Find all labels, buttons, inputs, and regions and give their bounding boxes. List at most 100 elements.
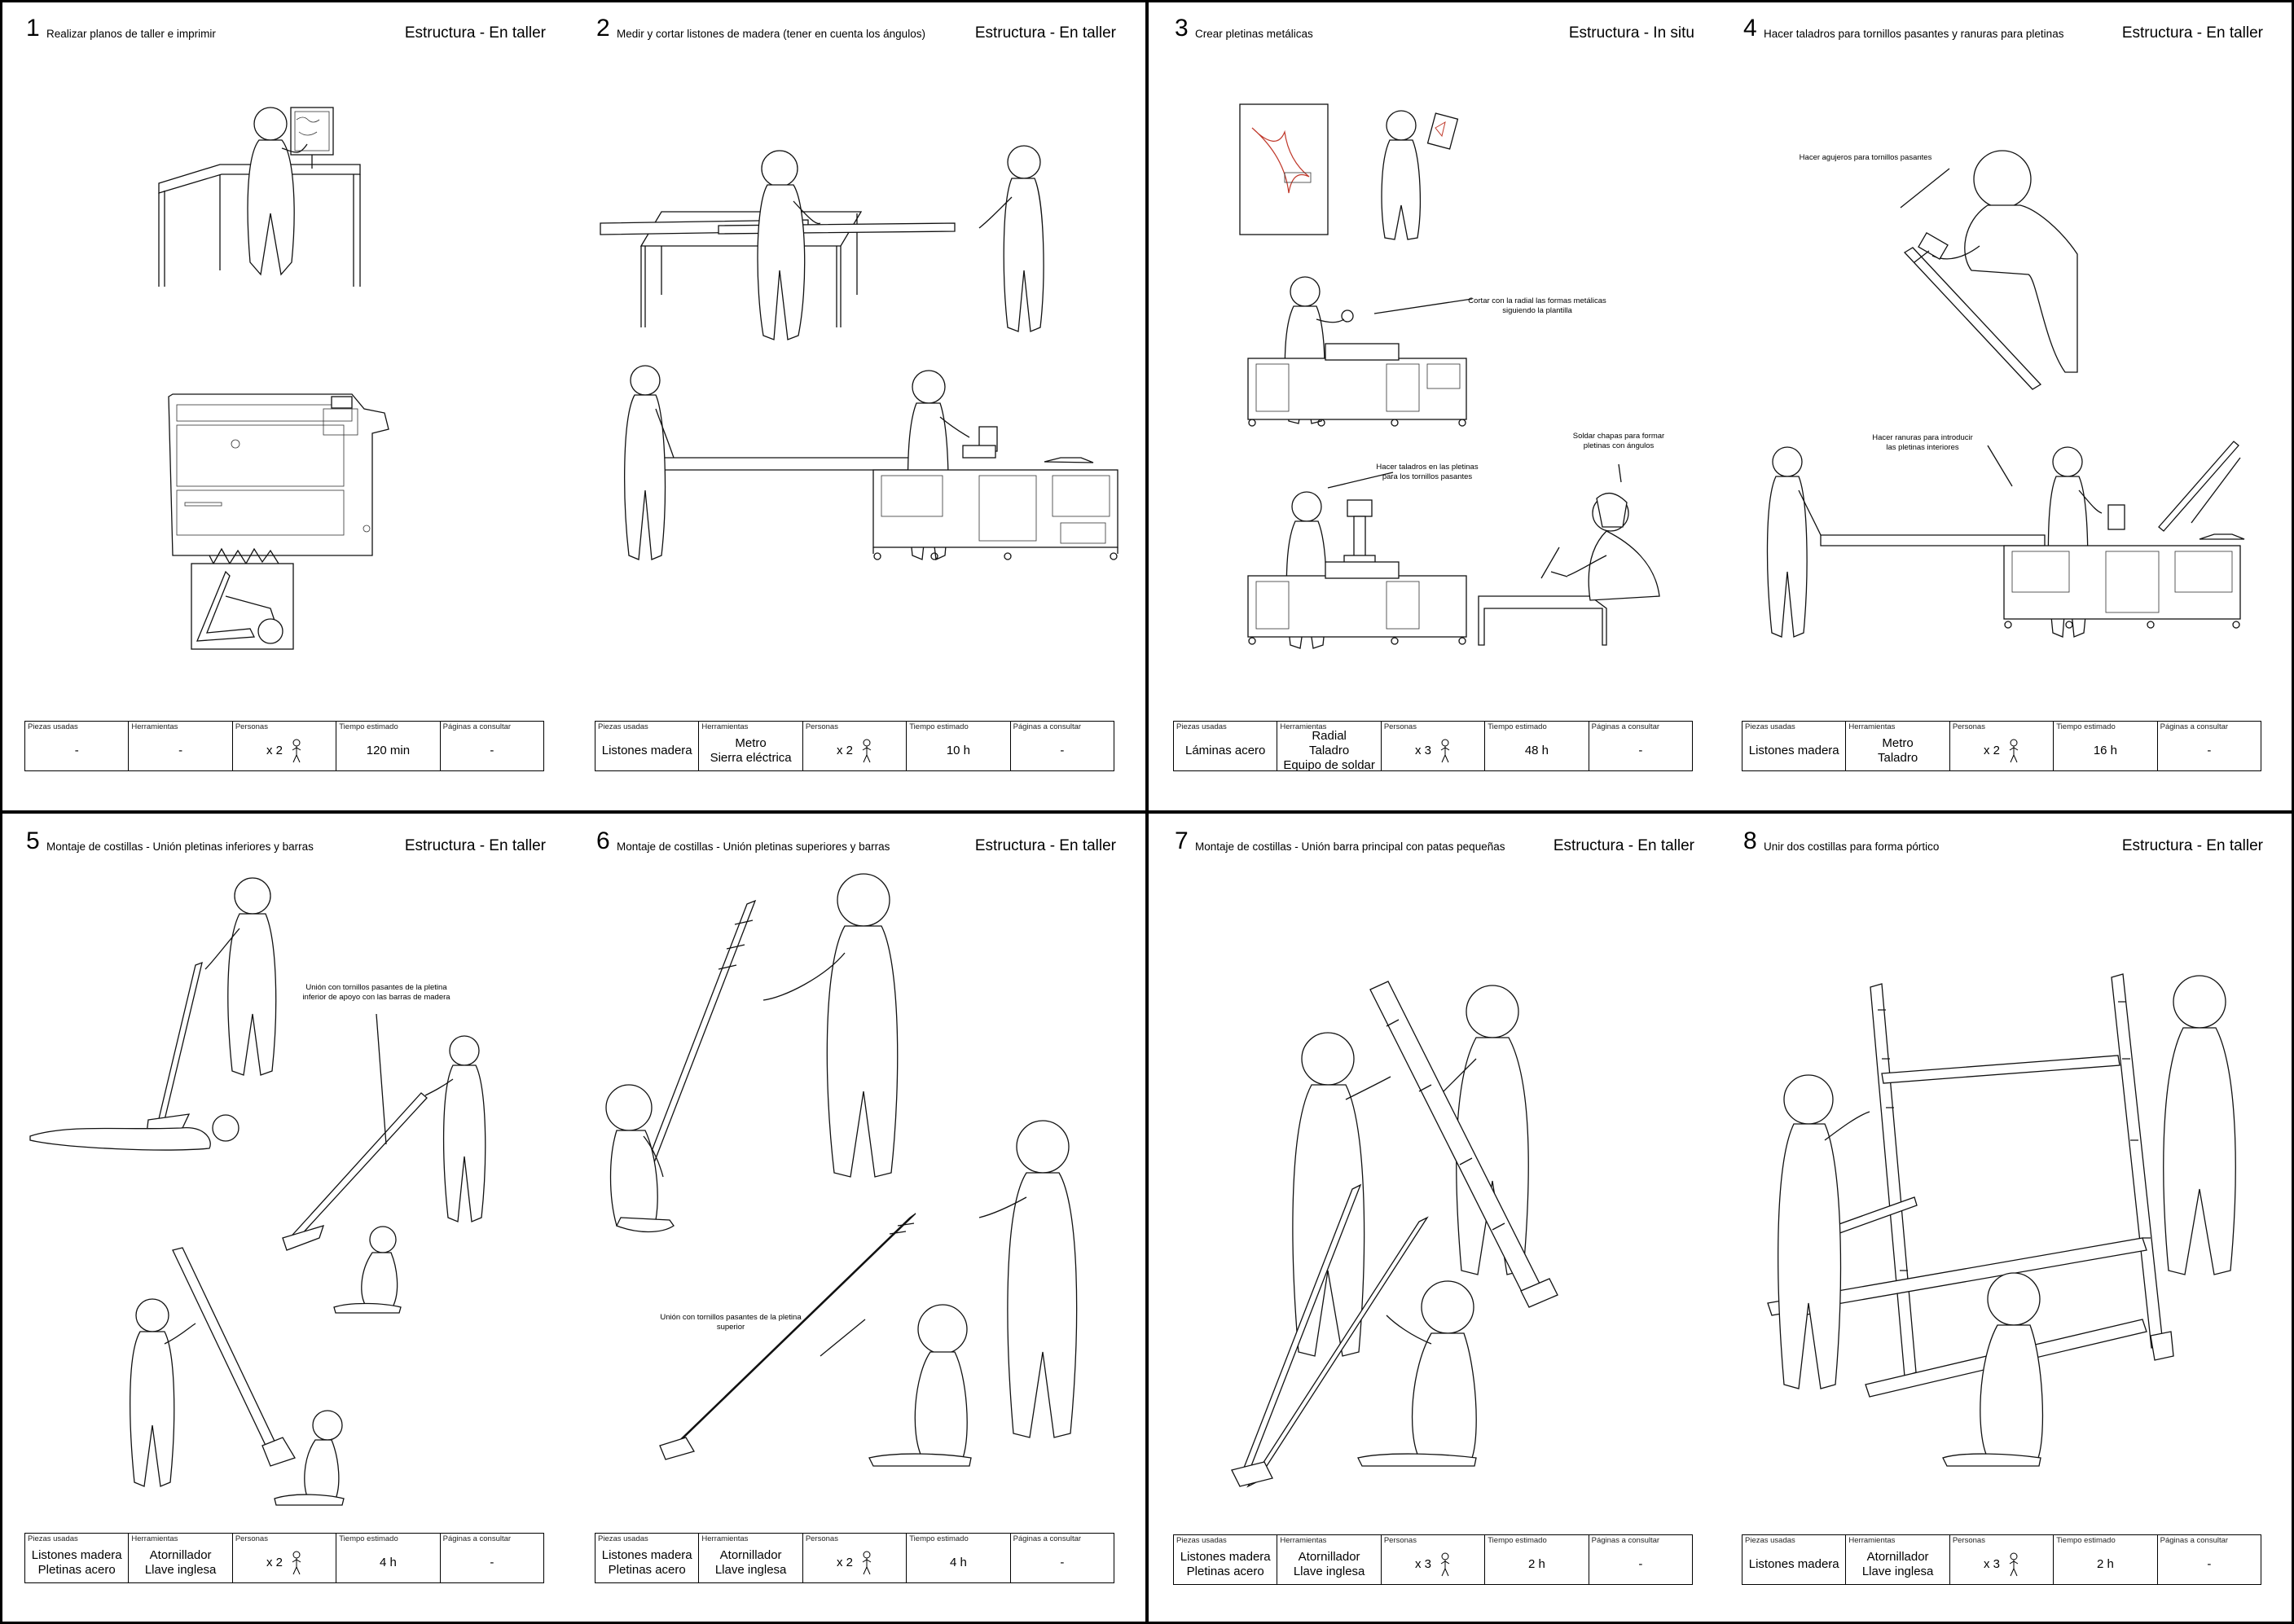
- step-5-panel: 5 Montaje de costillas - Unión pletinas …: [2, 814, 564, 1621]
- persons-header: Personas: [235, 1534, 268, 1543]
- pages-value: -: [2207, 1557, 2212, 1571]
- tools-cell: Herramientas-: [129, 722, 233, 770]
- person-icon: [292, 739, 301, 763]
- step-category: Estructura - In situ: [1568, 24, 1694, 42]
- pages-header: Páginas a consultar: [1591, 1536, 1660, 1545]
- step-number: 1: [26, 15, 40, 42]
- quadrant-bottom-left: [0, 811, 1148, 1624]
- annotation-slots: Hacer ranuras para introducir las pletin…: [1872, 433, 1973, 452]
- tools-header: Herramientas: [1848, 722, 1896, 731]
- pages-value: -: [490, 744, 494, 757]
- tools-header: Herramientas: [1280, 722, 1327, 731]
- person-icon: [1440, 1552, 1450, 1577]
- pages-header: Páginas a consultar: [2160, 1536, 2229, 1545]
- time-cell: Tiempo estimado 2 h: [2054, 1535, 2158, 1584]
- tools-value: Atornillador Llave inglesa: [144, 1548, 217, 1577]
- tools-header: Herramientas: [1280, 1536, 1327, 1545]
- time-value: 4 h: [379, 1556, 397, 1569]
- time-value: 16 h: [2093, 744, 2118, 757]
- step-category: Estructura - En taller: [404, 837, 546, 854]
- persons-header: Personas: [235, 722, 268, 731]
- step-1-illustration: [158, 107, 389, 650]
- time-value: 2 h: [2096, 1557, 2114, 1571]
- step-category: Estructura - En taller: [1553, 837, 1694, 854]
- tools-header: Herramientas: [701, 722, 749, 731]
- step-6-panel: 6 Montaje de costillas - Unión pletinas …: [572, 814, 1134, 1621]
- pieces-header: Piezas usadas: [1176, 722, 1227, 731]
- time-cell: Tiempo estimado 4 h: [336, 1534, 441, 1582]
- step-number: 5: [26, 827, 40, 854]
- pages-header: Páginas a consultar: [1013, 1534, 1082, 1543]
- pieces-header: Piezas usadas: [1176, 1536, 1227, 1545]
- pieces-value: -: [74, 744, 79, 757]
- time-header: Tiempo estimado: [2056, 1536, 2116, 1545]
- pieces-value: Listones madera Pletinas acero: [1180, 1550, 1271, 1578]
- step-number: 3: [1175, 15, 1189, 42]
- step-5-illustration: [29, 877, 486, 1506]
- step-number: 2: [596, 15, 610, 42]
- annotation-cut-template: Cortar con la radial las formas metálica…: [1468, 296, 1606, 315]
- step-2-illustration: [600, 145, 1118, 560]
- pages-value: -: [2207, 744, 2212, 757]
- pages-value: -: [1060, 744, 1065, 757]
- pieces-header: Piezas usadas: [28, 722, 78, 731]
- pages-cell: Páginas a consultar -: [2158, 1535, 2261, 1584]
- person-icon: [862, 1551, 872, 1575]
- time-header: Tiempo estimado: [909, 1534, 969, 1543]
- step-7-illustration: [1231, 981, 1558, 1488]
- pages-value: -: [1060, 1556, 1065, 1569]
- step-title: Montaje de costillas - Unión pletinas in…: [46, 841, 314, 853]
- step-4-panel: 4 Hacer taladros para tornillos pasantes…: [1719, 2, 2281, 808]
- pieces-value: Láminas acero: [1185, 744, 1266, 757]
- pages-header: Páginas a consultar: [442, 722, 512, 731]
- person-icon: [2009, 739, 2019, 763]
- persons-value: x 3: [1984, 1557, 2001, 1571]
- step-1-panel: 1 Realizar planos de taller e imprimir E…: [2, 2, 564, 808]
- tools-header: Herramientas: [1848, 1536, 1896, 1545]
- pages-value: -: [1638, 1557, 1643, 1571]
- step-title: Crear pletinas metálicas: [1195, 28, 1313, 40]
- tools-header: Herramientas: [701, 1534, 749, 1543]
- annotation-through-holes: Hacer agujeros para tornillos pasantes: [1799, 153, 1932, 162]
- pages-cell: Páginas a consultar-: [441, 1534, 543, 1582]
- pieces-value: Listones madera: [601, 744, 692, 757]
- time-value: 4 h: [949, 1556, 967, 1569]
- time-header: Tiempo estimado: [339, 1534, 398, 1543]
- annotation-lower-plate-join: Unión con tornillos pasantes de la pleti…: [302, 983, 450, 1002]
- pieces-cell: Piezas usadas -: [25, 722, 130, 770]
- step-8-illustration: [1767, 973, 2236, 1467]
- step-6-illustration: [605, 873, 1078, 1467]
- persons-value: x 3: [1415, 744, 1432, 757]
- time-header: Tiempo estimado: [339, 722, 398, 731]
- person-icon: [1440, 739, 1450, 763]
- step-4-illustration: [1766, 150, 2245, 638]
- annotation-upper-plate-join: Unión con tornillos pasantes de la pleti…: [660, 1313, 802, 1332]
- pages-value: -: [1638, 744, 1643, 757]
- pieces-header: Piezas usadas: [28, 1534, 78, 1543]
- step-3-panel: 3 Crear pletinas metálicas Estructura - …: [1150, 2, 1712, 808]
- pages-cell: Páginas a consultar -: [1589, 1535, 1692, 1584]
- step-8-panel: 8 Unir dos costillas para forma pórtico …: [1719, 814, 2281, 1621]
- step-category: Estructura - En taller: [404, 24, 546, 42]
- time-header: Tiempo estimado: [909, 722, 969, 731]
- person-icon: [862, 739, 872, 763]
